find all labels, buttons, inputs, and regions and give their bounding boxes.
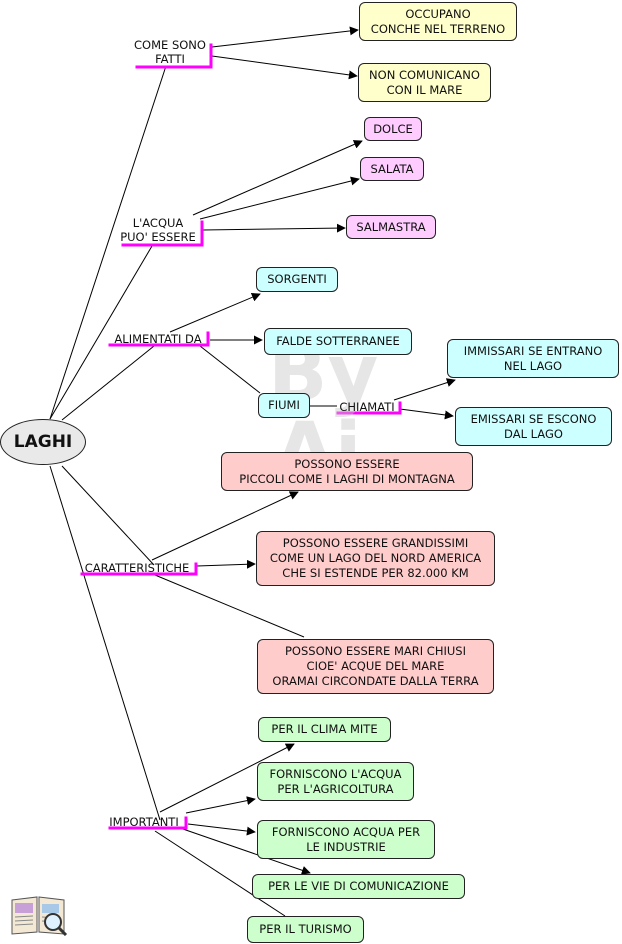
node-vie-comunicazione[interactable]: PER LE VIE DI COMUNICAZIONE [252,874,465,899]
node-fiumi[interactable]: FIUMI [258,393,310,418]
branch-come-sono-fatti[interactable]: COME SONO FATTI [134,38,206,66]
node-agricoltura[interactable]: FORNISCONO L'ACQUA PER L'AGRICOLTURA [257,762,414,801]
node-turismo[interactable]: PER IL TURISMO [247,916,364,943]
node-sorgenti[interactable]: SORGENTI [256,267,338,292]
node-immissari[interactable]: IMMISSARI SE ENTRANO NEL LAGO [447,339,619,378]
node-grandissimi[interactable]: POSSONO ESSERE GRANDISSIMI COME UN LAGO … [256,531,495,586]
node-salmastra[interactable]: SALMASTRA [346,215,436,239]
node-salata[interactable]: SALATA [360,157,424,181]
root-node-laghi[interactable]: LAGHI [0,419,86,465]
node-emissari[interactable]: EMISSARI SE ESCONO DAL LAGO [455,407,612,446]
book-magnifier-icon [11,896,68,936]
branch-importanti[interactable]: IMPORTANTI [109,815,179,829]
node-industrie[interactable]: FORNISCONO ACQUA PER LE INDUSTRIE [257,820,435,859]
branch-alimentati-da[interactable]: ALIMENTATI DA [114,332,202,346]
node-dolce[interactable]: DOLCE [364,117,422,141]
node-clima-mite[interactable]: PER IL CLIMA MITE [258,717,391,742]
branch-acqua-puo-essere[interactable]: L'ACQUA PUO' ESSERE [120,216,196,244]
node-occupano-conche[interactable]: OCCUPANO CONCHE NEL TERRENO [359,2,517,41]
branch-caratteristiche[interactable]: CARATTERISTICHE [84,561,190,575]
node-piccoli-montagna[interactable]: POSSONO ESSERE PICCOLI COME I LAGHI DI M… [221,452,473,491]
node-mari-chiusi[interactable]: POSSONO ESSERE MARI CHIUSI CIOE' ACQUE D… [257,639,494,694]
node-non-comunicano[interactable]: NON COMUNICANO CON IL MARE [358,63,491,102]
branch-chiamati[interactable]: CHIAMATI [339,400,395,414]
node-falde-sotterranee[interactable]: FALDE SOTTERRANEE [264,328,412,355]
